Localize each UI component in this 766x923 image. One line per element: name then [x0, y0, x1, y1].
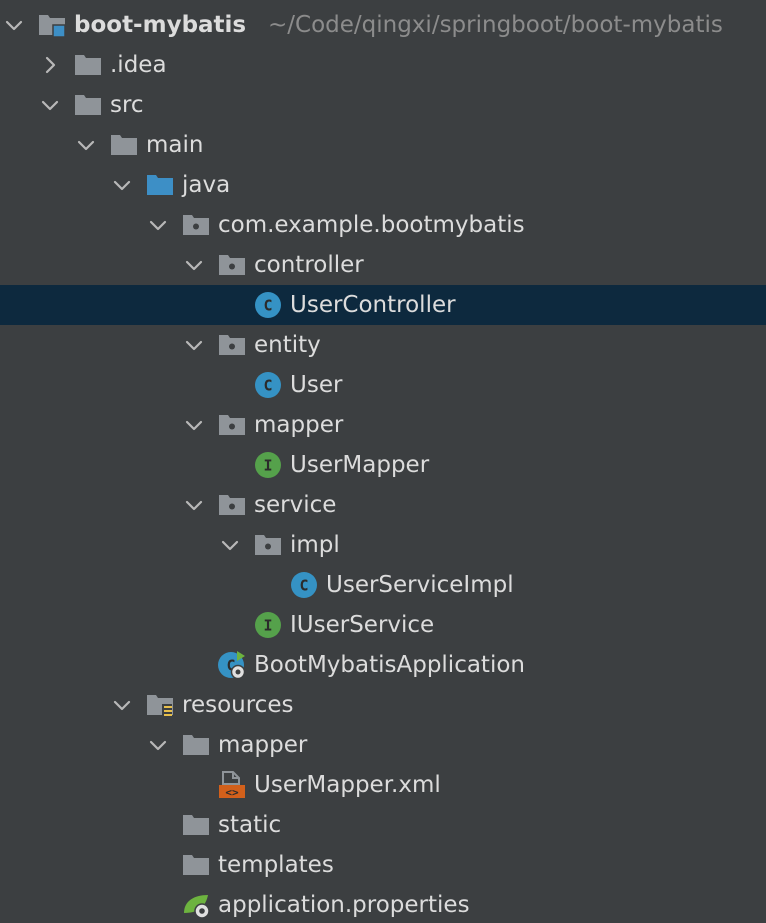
spring-boot-class-icon: C: [218, 651, 246, 680]
tree-row[interactable]: C UserController: [0, 285, 766, 325]
chevron-down-icon[interactable]: [74, 133, 98, 157]
tree-row-label: BootMybatisApplication: [254, 652, 525, 678]
tree-row[interactable]: .idea: [0, 45, 766, 85]
svg-text:C: C: [263, 377, 272, 395]
tree-row-label: impl: [290, 532, 340, 558]
tree-row-label: service: [254, 492, 337, 518]
tree-row[interactable]: mapper: [0, 725, 766, 765]
svg-text:C: C: [226, 657, 235, 675]
tree-row[interactable]: C UserServiceImpl: [0, 565, 766, 605]
tree-row[interactable]: java: [0, 165, 766, 205]
chevron-down-icon[interactable]: [182, 413, 206, 437]
tree-row[interactable]: resources: [0, 685, 766, 725]
folder-icon: [182, 731, 210, 759]
tree-row[interactable]: controller: [0, 245, 766, 285]
folder-icon: [74, 91, 102, 119]
tree-row-label: UserServiceImpl: [326, 572, 514, 598]
tree-row-label: application.properties: [218, 892, 470, 918]
class-icon: C: [290, 571, 318, 599]
chevron-down-icon[interactable]: [2, 13, 26, 37]
tree-row[interactable]: entity: [0, 325, 766, 365]
package-icon: [218, 331, 246, 359]
folder-icon: [110, 131, 138, 159]
tree-row[interactable]: static: [0, 805, 766, 845]
chevron-down-icon[interactable]: [38, 93, 62, 117]
interface-icon: I: [254, 451, 282, 479]
xml-file-icon: <>: [218, 771, 246, 799]
package-icon: [182, 211, 210, 239]
svg-text:I: I: [263, 617, 272, 635]
chevron-down-icon[interactable]: [218, 533, 242, 557]
svg-text:C: C: [299, 577, 308, 595]
tree-row-label: IUserService: [290, 612, 435, 638]
tree-row-label: resources: [182, 692, 294, 718]
tree-row-label: .idea: [110, 52, 167, 78]
tree-row-label: mapper: [254, 412, 344, 438]
project-path: ~/Code/qingxi/springboot/boot-mybatis: [268, 12, 723, 38]
chevron-down-icon[interactable]: [182, 493, 206, 517]
class-icon: C: [254, 371, 282, 399]
tree-row[interactable]: application.properties: [0, 885, 766, 923]
tree-row[interactable]: service: [0, 485, 766, 525]
class-icon: C: [254, 291, 282, 319]
tree-row[interactable]: C User: [0, 365, 766, 405]
svg-text:<>: <>: [225, 786, 239, 799]
chevron-down-icon[interactable]: [182, 333, 206, 357]
spring-properties-icon: [182, 891, 210, 919]
folder-icon: [182, 811, 210, 839]
tree-row-label: UserMapper: [290, 452, 430, 478]
interface-icon: I: [254, 611, 282, 639]
chevron-down-icon[interactable]: [110, 693, 134, 717]
tree-row-label: controller: [254, 252, 364, 278]
tree-row-label: User: [290, 372, 343, 398]
source-folder-icon: [146, 171, 174, 199]
svg-text:I: I: [263, 457, 272, 475]
tree-row-label: main: [146, 132, 204, 158]
chevron-down-icon[interactable]: [146, 213, 170, 237]
folder-icon: [182, 851, 210, 879]
tree-row[interactable]: mapper: [0, 405, 766, 445]
svg-text:C: C: [263, 297, 272, 315]
chevron-down-icon[interactable]: [146, 733, 170, 757]
tree-row-label: UserMapper.xml: [254, 772, 441, 798]
tree-row[interactable]: I IUserService: [0, 605, 766, 645]
chevron-right-icon[interactable]: [38, 53, 62, 77]
folder-icon: [74, 51, 102, 79]
tree-row[interactable]: impl: [0, 525, 766, 565]
tree-row-label: src: [110, 92, 144, 118]
tree-row-label: mapper: [218, 732, 308, 758]
resources-folder-icon: [146, 691, 174, 719]
package-icon: [254, 531, 282, 559]
tree-row[interactable]: main: [0, 125, 766, 165]
tree-row[interactable]: boot-mybatis ~/Code/qingxi/springboot/boo…: [0, 5, 766, 45]
package-icon: [218, 251, 246, 279]
tree-row[interactable]: src: [0, 85, 766, 125]
project-folder-icon: [38, 11, 66, 39]
tree-row-label: static: [218, 812, 282, 838]
tree-row-label: com.example.bootmybatis: [218, 212, 525, 238]
tree-row-label: java: [182, 172, 231, 198]
tree-row[interactable]: templates: [0, 845, 766, 885]
chevron-down-icon[interactable]: [110, 173, 134, 197]
tree-row[interactable]: C BootMybatisApplication: [0, 645, 766, 685]
tree-row-label: templates: [218, 852, 334, 878]
chevron-down-icon[interactable]: [182, 253, 206, 277]
tree-row[interactable]: <> UserMapper.xml: [0, 765, 766, 805]
tree-row-label: UserController: [290, 292, 456, 318]
package-icon: [218, 491, 246, 519]
tree-row[interactable]: I UserMapper: [0, 445, 766, 485]
package-icon: [218, 411, 246, 439]
tree-row-label: boot-mybatis: [74, 12, 247, 38]
tree-row[interactable]: com.example.bootmybatis: [0, 205, 766, 245]
tree-row-label: entity: [254, 332, 321, 358]
